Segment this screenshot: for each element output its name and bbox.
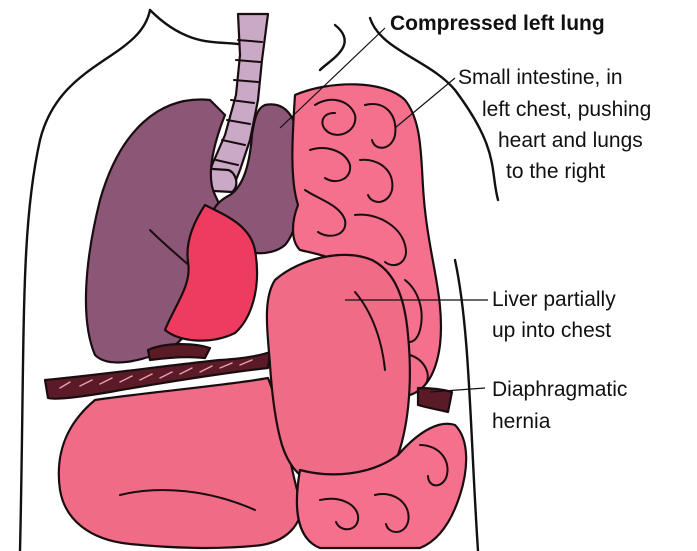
label-small-intestine: Small intestine, in left chest, pushing … — [458, 66, 651, 183]
svg-text:left chest, pushing: left chest, pushing — [482, 98, 651, 121]
liver — [267, 255, 410, 488]
svg-text:heart and lungs: heart and lungs — [498, 129, 643, 152]
svg-text:Small intestine, in: Small intestine, in — [458, 66, 623, 89]
abdominal-bowel — [59, 378, 301, 548]
label-diaphragmatic-hernia: Diaphragmatic hernia — [492, 378, 627, 433]
svg-text:up into chest: up into chest — [492, 319, 611, 342]
label-liver: Liver partially up into chest — [492, 288, 616, 342]
label-compressed-left-lung: Compressed left lung — [390, 12, 605, 35]
svg-text:to the right: to the right — [506, 160, 605, 183]
svg-text:hernia: hernia — [492, 410, 551, 433]
svg-text:Liver partially: Liver partially — [492, 288, 616, 311]
svg-text:Diaphragmatic: Diaphragmatic — [492, 378, 627, 401]
